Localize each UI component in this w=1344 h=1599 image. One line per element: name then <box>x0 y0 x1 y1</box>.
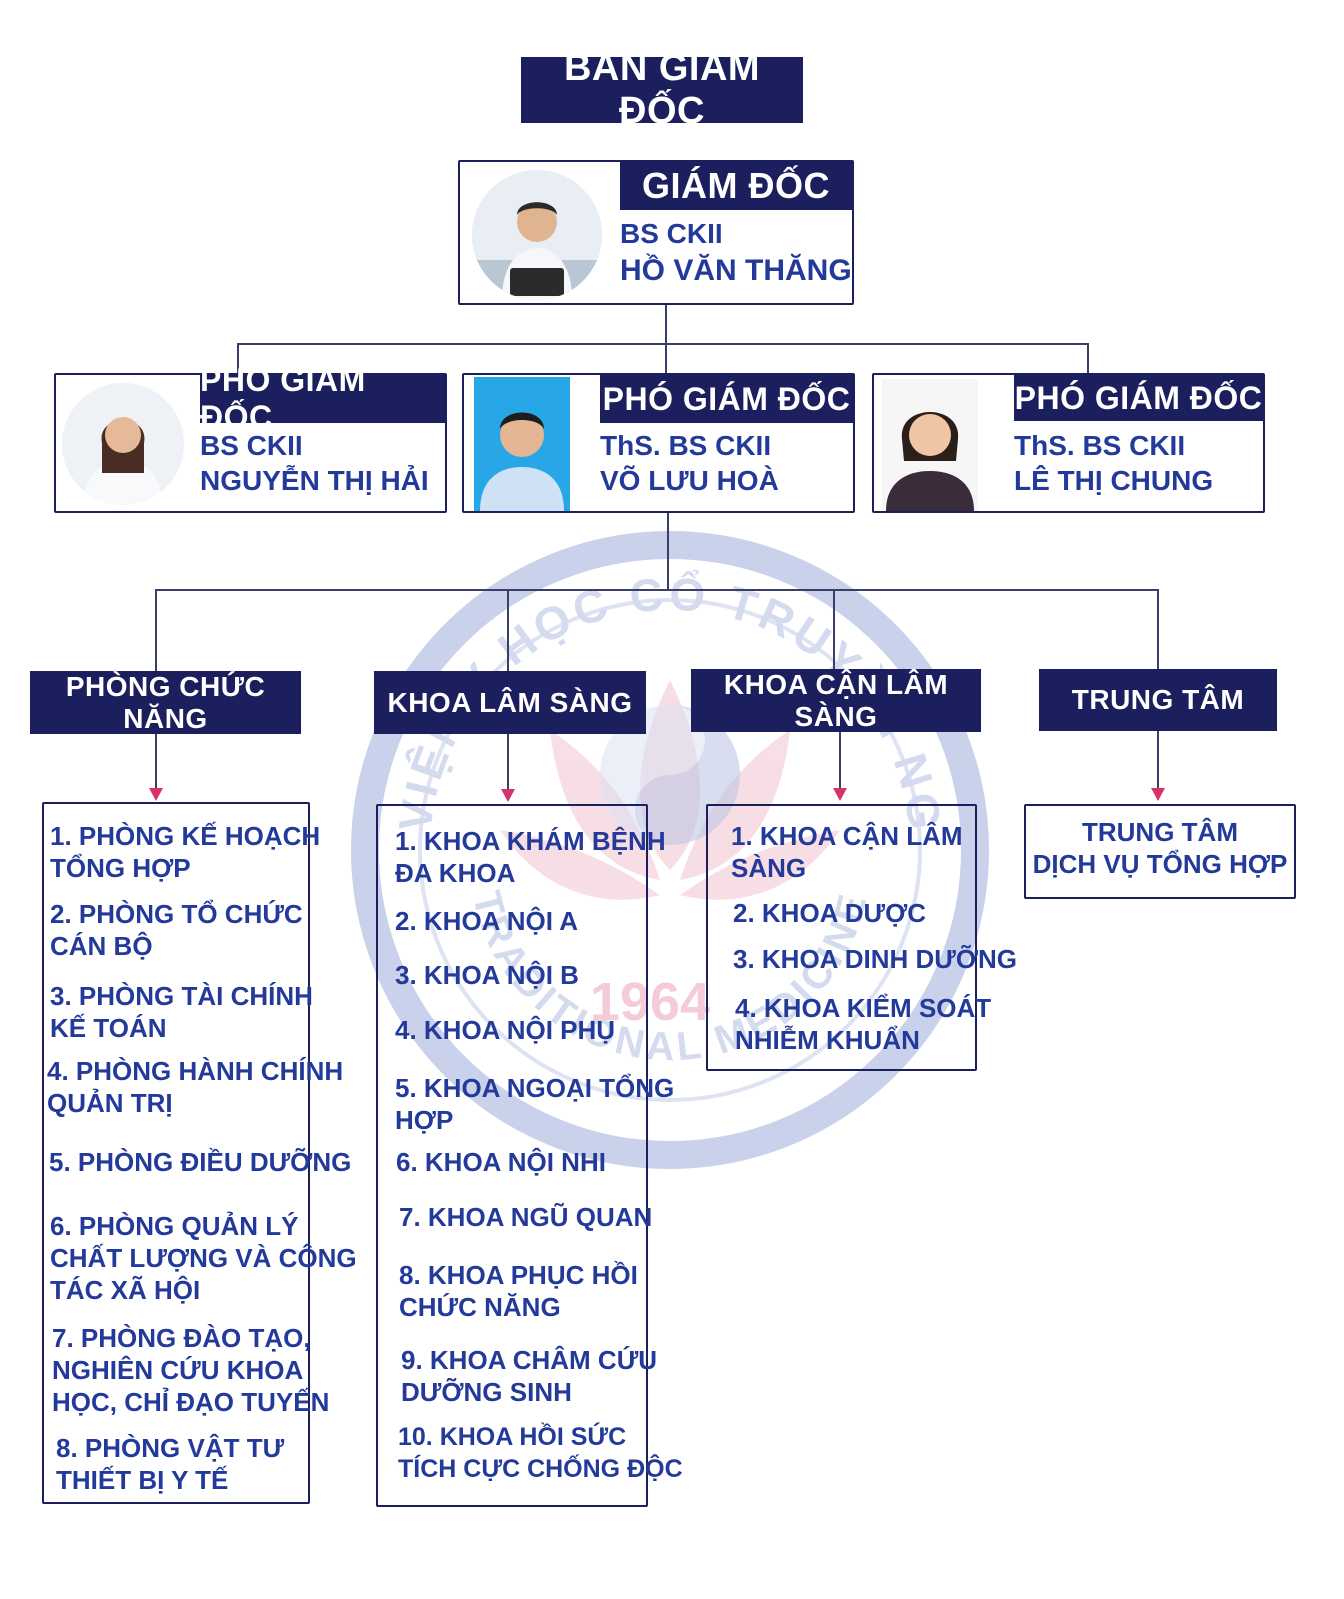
list-item: 1. KHOA KHÁM BỆNH ĐA KHOA <box>395 826 666 888</box>
list-item: 6. KHOA NỘI NHI <box>396 1147 606 1177</box>
connector-line <box>237 343 1089 345</box>
list-item: 5. KHOA NGOẠI TỔNG HỢP <box>395 1073 675 1135</box>
list-item: 4. KHOA KIỂM SOÁT NHIỄM KHUẨN <box>735 993 992 1055</box>
deputy-card-3: PHÓ GIÁM ĐỐC ThS. BS CKII LÊ THỊ CHUNG <box>872 373 1265 513</box>
director-role: GIÁM ĐỐC <box>620 162 852 210</box>
arrow-down-icon <box>1151 788 1165 801</box>
connector-line <box>665 305 667 345</box>
arrow-down-icon <box>501 789 515 802</box>
connector-line <box>665 343 667 375</box>
list-item: 8. PHÒNG VẬT TƯ THIẾT BỊ Y TẾ <box>56 1433 285 1495</box>
list-item: 4. KHOA NỘI PHỤ <box>395 1015 616 1045</box>
connector-line <box>237 343 239 375</box>
connector-line <box>1087 343 1089 375</box>
deputy-name: VÕ LƯU HOÀ <box>600 465 779 496</box>
director-photo <box>472 170 602 300</box>
deputy-degree: BS CKII <box>200 430 303 461</box>
director-degree: BS CKII <box>620 218 723 249</box>
division-header-center: TRUNG TÂM <box>1039 669 1277 731</box>
list-item: 8. KHOA PHỤC HỒI CHỨC NĂNG <box>399 1260 638 1322</box>
list-item: 2. KHOA DƯỢC <box>733 898 927 928</box>
board-title-text: BAN GIÁM ĐỐC <box>563 47 761 132</box>
list-item: 1. KHOA CẬN LÂM SÀNG <box>731 821 963 883</box>
deputy-role-text: PHÓ GIÁM ĐỐC <box>1014 379 1263 416</box>
deputy-role: PHÓ GIÁM ĐỐC <box>200 362 445 435</box>
division-header-paraclinical: KHOA CẬN LÂM SÀNG <box>691 669 981 732</box>
division-header-functional: PHÒNG CHỨC NĂNG <box>30 671 301 734</box>
director-role-text: GIÁM ĐỐC <box>642 165 830 206</box>
list-item: 4. PHÒNG HÀNH CHÍNH QUẢN TRỊ <box>47 1056 344 1118</box>
list-item: TRUNG TÂM DỊCH VỤ TỔNG HỢP <box>1032 817 1288 879</box>
deputy-card-2: PHÓ GIÁM ĐỐC ThS. BS CKII VÕ LƯU HOÀ <box>462 373 855 513</box>
director-name: HỒ VĂN THĂNG <box>620 254 852 287</box>
list-item: 3. KHOA NỘI B <box>395 960 579 990</box>
deputy-name: NGUYỄN THỊ HẢI <box>200 465 429 496</box>
deputy-degree: ThS. BS CKII <box>1014 430 1186 461</box>
director-card: GIÁM ĐỐC BS CKII HỒ VĂN THĂNG <box>458 160 854 305</box>
deputy-degree: ThS. BS CKII <box>600 430 772 461</box>
connector-line <box>667 512 669 590</box>
deputy-photo <box>62 383 184 505</box>
list-item: 2. KHOA NỘI A <box>395 906 578 936</box>
list-item: 1. PHÒNG KẾ HOẠCH TỔNG HỢP <box>50 821 321 883</box>
deputy-role-text: PHÓ GIÁM ĐỐC <box>602 380 851 417</box>
list-item: 9. KHOA CHÂM CỨU DƯỠNG SINH <box>401 1345 658 1407</box>
paraclinical-departments-list <box>706 804 977 1071</box>
arrow-down-icon <box>833 788 847 801</box>
connector-line <box>155 589 157 671</box>
division-title: TRUNG TÂM <box>1071 684 1245 715</box>
list-item: 10. KHOA HỒI SỨC TÍCH CỰC CHỐNG ĐỘC <box>398 1423 683 1483</box>
connector-line <box>507 589 509 671</box>
deputy-photo <box>474 377 570 511</box>
list-item: 3. PHÒNG TÀI CHÍNH KẾ TOÁN <box>50 981 313 1043</box>
clinical-departments-list <box>376 804 648 1507</box>
deputy-name: LÊ THỊ CHUNG <box>1014 465 1214 496</box>
list-item: 3. KHOA DINH DƯỠNG <box>733 944 1018 974</box>
deputy-role-text: PHÓ GIÁM ĐỐC <box>200 362 366 435</box>
division-title: KHOA CẬN LÂM SÀNG <box>723 668 949 732</box>
list-item: 7. KHOA NGŨ QUAN <box>399 1202 653 1232</box>
deputy-role: PHÓ GIÁM ĐỐC <box>1014 375 1263 421</box>
division-title: KHOA LÂM SÀNG <box>387 686 633 718</box>
division-title: PHÒNG CHỨC NĂNG <box>65 670 266 734</box>
deputy-photo <box>882 379 978 511</box>
connector-line <box>155 589 1159 591</box>
list-item: 6. PHÒNG QUẢN LÝ CHẤT LƯỢNG VÀ CÔNG TÁC … <box>50 1211 357 1305</box>
arrow-down-icon <box>149 788 163 801</box>
functional-departments-list <box>42 802 310 1504</box>
list-item: 7. PHÒNG ĐÀO TẠO, NGHIÊN CỨU KHOA HỌC, C… <box>52 1323 330 1417</box>
division-header-clinical: KHOA LÂM SÀNG <box>374 671 646 734</box>
connector-line <box>833 589 835 669</box>
deputy-card-1: PHÓ GIÁM ĐỐC BS CKII NGUYỄN THỊ HẢI <box>54 362 447 513</box>
deputy-role: PHÓ GIÁM ĐỐC <box>600 375 853 423</box>
connector-line <box>1157 589 1159 669</box>
center-list <box>1024 804 1296 899</box>
list-item: 2. PHÒNG TỔ CHỨC CÁN BỘ <box>50 899 303 961</box>
list-item: 5. PHÒNG ĐIỀU DƯỠNG <box>49 1147 352 1177</box>
board-title: BAN GIÁM ĐỐC <box>521 47 803 132</box>
